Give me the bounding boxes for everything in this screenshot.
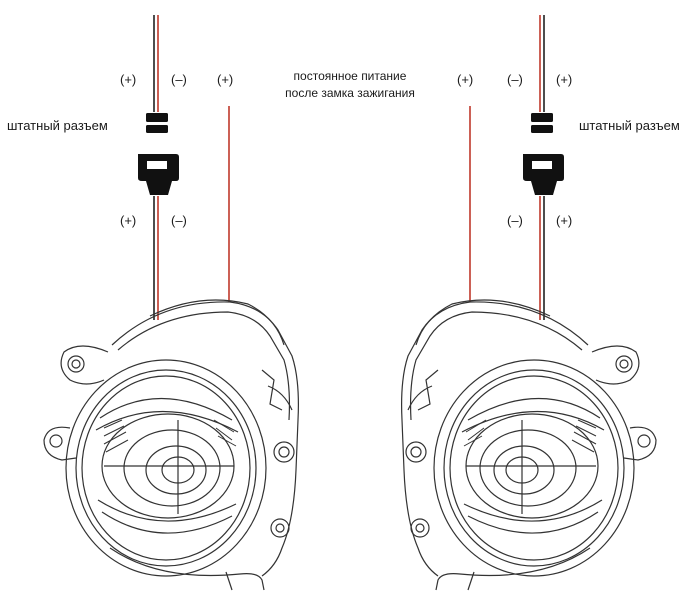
right-connector-icon [523,113,564,195]
right-top-plus-label: (+) [556,72,573,87]
left-wiring [138,15,230,320]
power-note-line2: после замка зажигания [285,86,415,100]
right-connector-label: штатный разъем [579,118,680,133]
right-bottom-plus-label: (+) [556,213,573,228]
left-connector-icon [138,113,179,195]
left-connector-label: штатный разъем [7,118,108,133]
right-fog-lamp-icon [401,299,657,591]
power-note-line1: постоянное питание [293,69,407,83]
right-top-minus-label: (–) [507,72,523,87]
power-note: постоянное питание после замка зажигания [262,68,438,102]
left-fog-lamp-icon [43,299,299,591]
left-power-plus-label: (+) [217,72,234,87]
left-bottom-plus-label: (+) [120,213,137,228]
right-wiring [469,15,564,320]
left-top-plus-label: (+) [120,72,137,87]
right-bottom-minus-label: (–) [507,213,523,228]
left-bottom-minus-label: (–) [171,213,187,228]
left-top-minus-label: (–) [171,72,187,87]
right-power-plus-label: (+) [457,72,474,87]
